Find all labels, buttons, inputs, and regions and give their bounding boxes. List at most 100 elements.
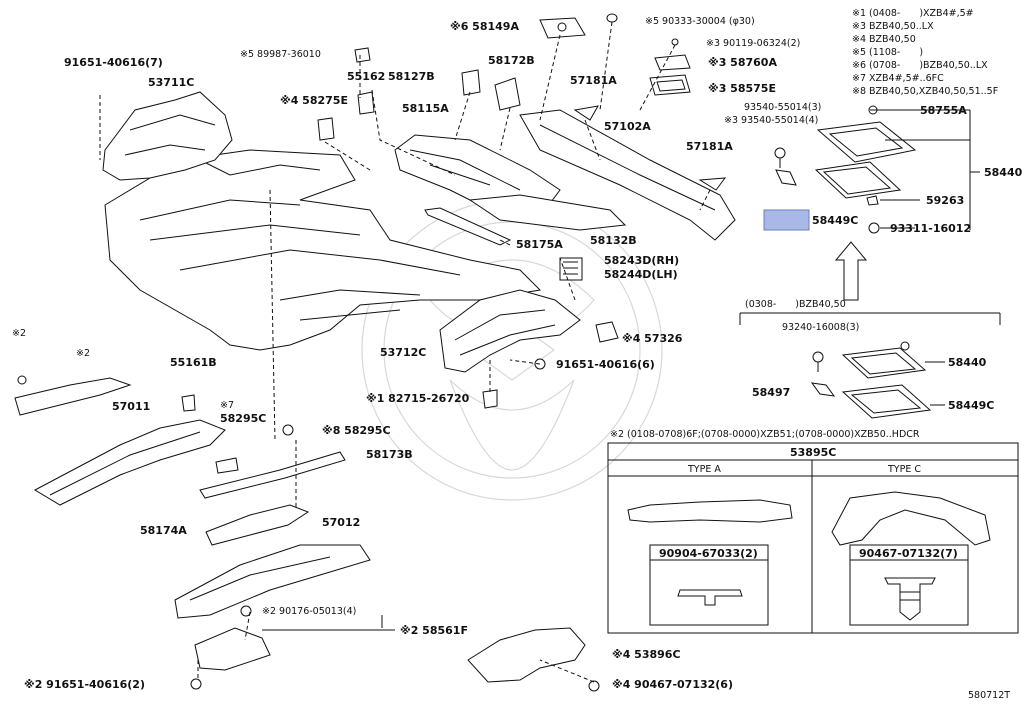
label-l04[interactable]: 55162 <box>347 70 385 83</box>
label-l10[interactable]: ※5 90333-30004 (φ30) <box>645 16 755 27</box>
part-58174A[interactable] <box>205 504 310 546</box>
part-58755A[interactable] <box>816 105 917 163</box>
part-58295C-round[interactable] <box>282 424 294 436</box>
label-l33[interactable]: 53712C <box>380 346 426 359</box>
clip-a-part-number[interactable]: 90904-67033(2) <box>659 547 758 560</box>
part-91651-40616-2[interactable] <box>190 678 202 690</box>
part-58243D-58244D[interactable] <box>559 257 583 281</box>
label-l09[interactable]: 58172B <box>488 54 535 67</box>
label-l25[interactable]: 58132B <box>590 234 637 247</box>
label-l17[interactable]: 93540-55014(3) <box>744 102 821 113</box>
part-82715-26720[interactable] <box>482 389 498 409</box>
part-58575E[interactable] <box>649 74 691 96</box>
label-l51[interactable]: ※4 90467-07132(6) <box>612 678 733 691</box>
part-58449C-lower[interactable] <box>841 384 932 419</box>
label-l46[interactable]: 57012 <box>322 516 360 529</box>
part-57326[interactable] <box>595 321 619 343</box>
clip-c-part-number[interactable]: 90467-07132(7) <box>859 547 958 560</box>
label-l26[interactable]: 58243D(RH) <box>604 254 679 267</box>
label-l16[interactable]: 57181A <box>686 140 733 153</box>
label-l06[interactable]: ※4 58275E <box>280 94 348 107</box>
part-90176-05013[interactable] <box>240 605 252 617</box>
label-l32[interactable]: 58449C <box>948 399 994 412</box>
label-l20[interactable]: 58440 <box>984 166 1023 179</box>
part-58295C-small[interactable] <box>215 457 239 474</box>
label-l14[interactable]: 57181A <box>570 74 617 87</box>
label-l35[interactable]: 91651-40616(6) <box>556 358 655 371</box>
part-58275E[interactable] <box>317 117 335 141</box>
label-l40[interactable]: 57011 <box>112 400 150 413</box>
part-57011[interactable] <box>33 419 226 506</box>
label-l01[interactable]: 91651-40616(7) <box>64 56 163 69</box>
label-l19[interactable]: 58755A <box>920 104 967 117</box>
label-l28[interactable]: (0308- )BZB40,50 <box>745 299 846 310</box>
inset-part-number[interactable]: 53895C <box>790 446 836 459</box>
part-57181A-lower[interactable] <box>698 177 727 191</box>
part-59263[interactable] <box>866 195 879 206</box>
label-l23[interactable]: 93311-16012 <box>890 222 971 235</box>
part-58497-bracket-upper[interactable] <box>775 169 797 186</box>
part-58497[interactable] <box>810 382 836 397</box>
part-58173B[interactable] <box>199 451 346 499</box>
part-58449C-upper[interactable] <box>814 161 902 199</box>
label-l30[interactable]: 58440 <box>948 356 987 369</box>
part-rail-2[interactable] <box>14 377 132 416</box>
part-58440-lower[interactable] <box>841 341 927 379</box>
label-l07[interactable]: 58115A <box>402 102 449 115</box>
type-a-part[interactable] <box>627 499 793 523</box>
label-l13[interactable]: ※3 58575E <box>708 82 776 95</box>
label-l39[interactable]: 55161B <box>170 356 217 369</box>
part-57102A[interactable] <box>519 109 736 241</box>
label-l36[interactable]: ※1 82715-26720 <box>366 392 470 405</box>
label-l31[interactable]: 58497 <box>752 386 790 399</box>
part-57181A-upper[interactable] <box>573 105 599 121</box>
part-58561F[interactable] <box>194 627 271 671</box>
type-c-part[interactable] <box>831 491 991 546</box>
part-58760A[interactable] <box>654 54 691 71</box>
part-55162[interactable] <box>357 91 375 115</box>
highlighted-part[interactable] <box>763 209 810 231</box>
part-93240-16008-bolt[interactable] <box>812 351 824 372</box>
label-l08[interactable]: ※6 58149A <box>450 20 519 33</box>
label-l50[interactable]: ※2 91651-40616(2) <box>24 678 145 691</box>
label-l22[interactable]: 58449C <box>812 214 858 227</box>
label-l24[interactable]: 58175A <box>516 238 563 251</box>
part-58175A[interactable] <box>424 207 512 246</box>
part-93311-16012[interactable] <box>868 222 880 234</box>
label-l02[interactable]: 53711C <box>148 76 194 89</box>
label-l41[interactable]: ※7 <box>220 400 234 411</box>
part-58149A[interactable] <box>539 17 586 39</box>
label-l18[interactable]: ※3 93540-55014(4) <box>724 115 818 126</box>
label-l38[interactable]: ※2 <box>76 348 90 359</box>
floor-pan[interactable] <box>104 149 542 351</box>
label-l34[interactable]: ※4 57326 <box>622 332 683 345</box>
label-l03[interactable]: ※5 89987-36010 <box>240 49 321 60</box>
clip-a-icon[interactable] <box>677 589 743 606</box>
label-l49[interactable]: ※4 53896C <box>612 648 681 661</box>
label-l27[interactable]: 58244D(LH) <box>604 268 678 281</box>
label-l42[interactable]: 58295C <box>220 412 266 425</box>
part-90333-30004[interactable] <box>606 13 618 23</box>
part-58132B[interactable] <box>468 194 627 231</box>
part-55161B[interactable] <box>181 394 196 412</box>
part-53712C[interactable] <box>439 289 581 373</box>
part-bolt-left-2[interactable] <box>17 375 27 385</box>
label-l12[interactable]: ※3 58760A <box>708 56 777 69</box>
label-l37[interactable]: ※2 <box>12 328 26 339</box>
part-57012[interactable] <box>174 544 371 619</box>
label-l45[interactable]: 58174A <box>140 524 187 537</box>
label-l48[interactable]: ※2 58561F <box>400 624 468 637</box>
label-l15[interactable]: 57102A <box>604 120 651 133</box>
label-l29[interactable]: 93240-16008(3) <box>782 322 859 333</box>
label-l47[interactable]: ※2 90176-05013(4) <box>262 606 356 617</box>
part-89987-36010[interactable] <box>354 47 371 63</box>
clip-c-icon[interactable] <box>884 577 936 621</box>
label-l43[interactable]: ※8 58295C <box>322 424 391 437</box>
part-58172B[interactable] <box>494 77 521 111</box>
label-l44[interactable]: 58173B <box>366 448 413 461</box>
label-l11[interactable]: ※3 90119-06324(2) <box>706 38 800 49</box>
label-l21[interactable]: 59263 <box>926 194 964 207</box>
part-93540-55014-bolt[interactable] <box>774 147 786 168</box>
part-53711C[interactable] <box>102 91 233 181</box>
part-53896C[interactable] <box>467 627 586 683</box>
